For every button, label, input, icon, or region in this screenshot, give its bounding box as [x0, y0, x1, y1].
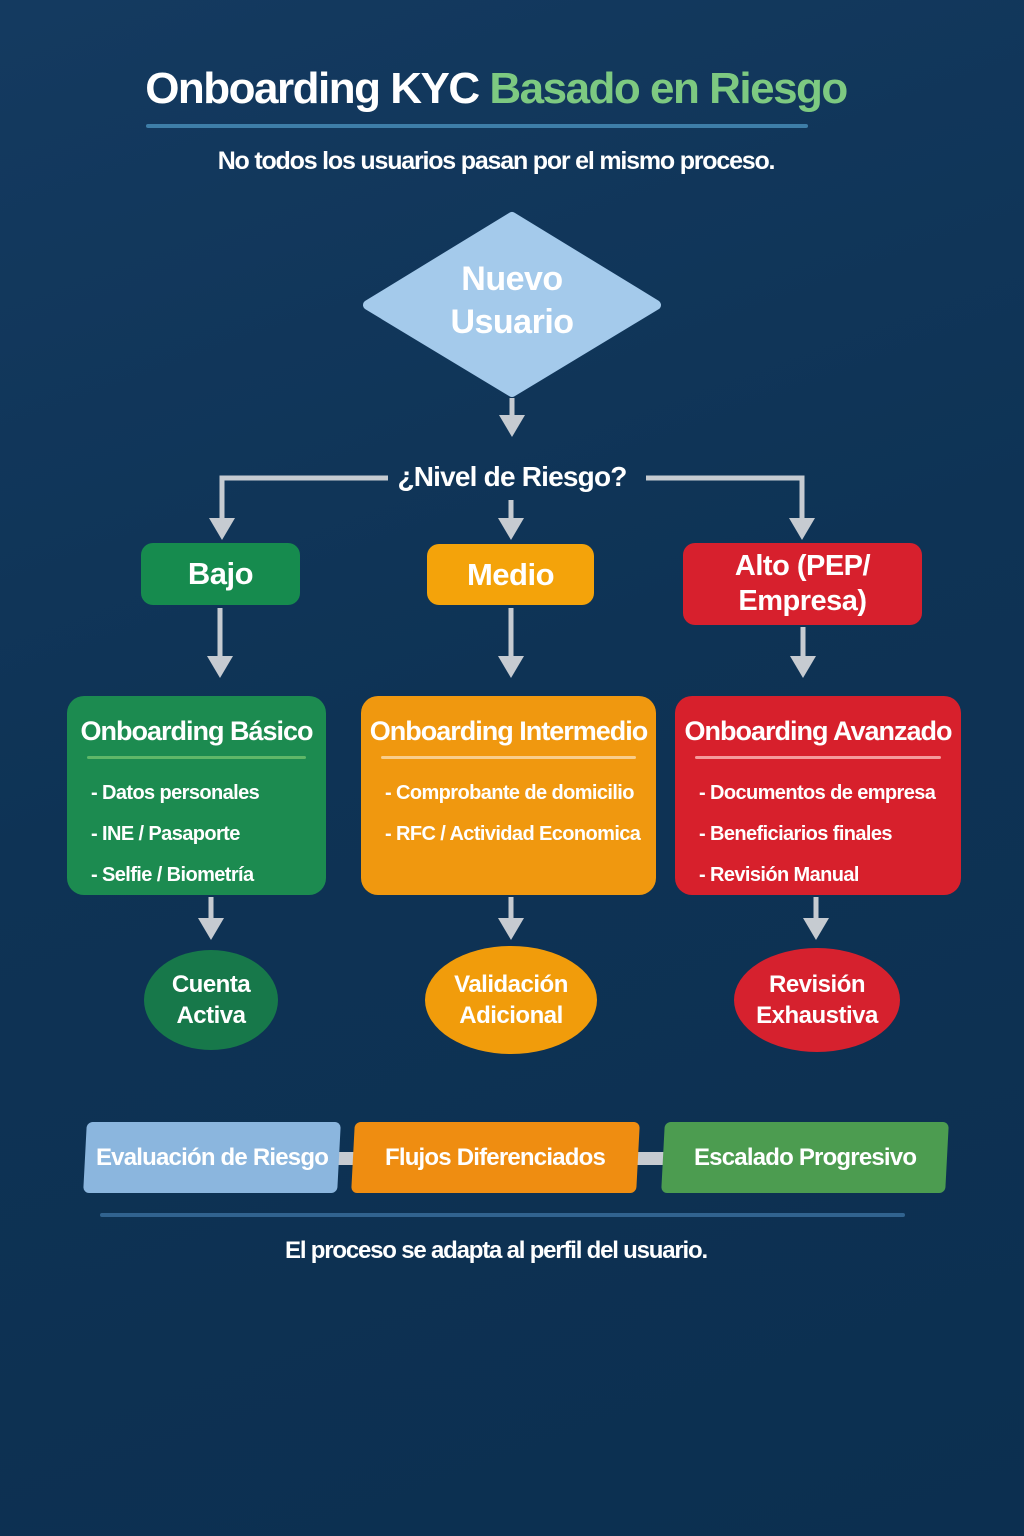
onboarding-intermedio-box: Onboarding Intermedio - Comprobante de d…	[361, 696, 656, 895]
arrowhead-avanzado-to-result	[803, 918, 829, 940]
pillar-evaluacion-de-riesgo: Evaluación de Riesgo	[83, 1122, 341, 1193]
footer-divider	[100, 1213, 905, 1217]
box-item: - RFC / Actividad Economica	[385, 823, 641, 845]
arrowhead-branch-left	[209, 518, 235, 540]
risk-pill-medio: Medio	[427, 544, 594, 605]
box-items-basico: - Datos personales - INE / Pasaporte - S…	[91, 773, 322, 896]
arrowhead-branch-right	[789, 518, 815, 540]
box-divider-avanzado	[695, 756, 941, 759]
pillar-label: Escalado Progresivo	[693, 1143, 917, 1171]
arrowhead-intermedio-to-result	[498, 918, 524, 940]
arrowhead-alto-to-box	[790, 656, 816, 678]
subtitle: No todos los usuarios pasan por el mismo…	[217, 147, 776, 175]
box-divider-basico	[87, 756, 306, 759]
new-user-diamond-shape	[363, 212, 661, 397]
box-item: - Revisión Manual	[699, 864, 859, 886]
pillar-label: Evaluación de Riesgo	[95, 1143, 329, 1171]
box-title-intermedio: Onboarding Intermedio	[369, 716, 649, 746]
start-node-label: Nuevo Usuario	[450, 260, 574, 341]
box-divider-intermedio	[381, 756, 636, 759]
pillar-label: Flujos Diferenciados	[385, 1143, 606, 1171]
box-item: - INE / Pasaporte	[91, 823, 240, 845]
title-divider	[146, 124, 808, 128]
box-title-avanzado: Onboarding Avanzado	[684, 716, 952, 746]
pillar-connector-right	[630, 1152, 672, 1165]
decision-label: ¿Nivel de Riesgo?	[397, 461, 627, 492]
arrowhead-branch-middle	[498, 518, 524, 540]
box-title-basico: Onboarding Básico	[80, 716, 313, 746]
result-validacion-adicional: Validación Adicional	[425, 946, 597, 1054]
box-item: - Documentos de empresa	[699, 782, 936, 804]
pillar-escalado-progresivo: Escalado Progresivo	[661, 1122, 949, 1193]
branch-line-right	[646, 475, 805, 522]
risk-pill-bajo: Bajo	[141, 543, 300, 605]
box-item: - Selfie / Biometría	[91, 864, 254, 886]
arrowhead-bajo-to-box	[207, 656, 233, 678]
result-revision-exhaustiva: Revisión Exhaustiva	[734, 948, 900, 1052]
title-part-white: Onboarding KYC	[145, 64, 480, 113]
box-item: - Datos personales	[91, 782, 260, 804]
arrowhead-medio-to-box	[498, 656, 524, 678]
arrowhead-diamond-to-decision	[499, 415, 525, 437]
pillar-flujos-diferenciados: Flujos Diferenciados	[351, 1122, 640, 1193]
result-cuenta-activa: Cuenta Activa	[144, 950, 278, 1050]
page-title: Onboarding KYC Basado en Riesgo	[0, 64, 992, 114]
branch-line-left	[219, 475, 388, 522]
title-part-green: Basado en Riesgo	[489, 64, 848, 113]
box-items-intermedio: - Comprobante de domicilio - RFC / Activ…	[385, 773, 652, 855]
box-item: - Comprobante de domicilio	[385, 782, 634, 804]
onboarding-basico-box: Onboarding Básico - Datos personales - I…	[67, 696, 326, 895]
arrowhead-basico-to-result	[198, 918, 224, 940]
onboarding-avanzado-box: Onboarding Avanzado - Documentos de empr…	[675, 696, 961, 895]
footer-note: El proceso se adapta al perfil del usuar…	[285, 1237, 708, 1264]
box-item: - Beneficiarios finales	[699, 823, 893, 845]
box-items-avanzado: - Documentos de empresa - Beneficiarios …	[699, 773, 957, 896]
risk-pill-alto: Alto (PEP/ Empresa)	[683, 543, 922, 625]
